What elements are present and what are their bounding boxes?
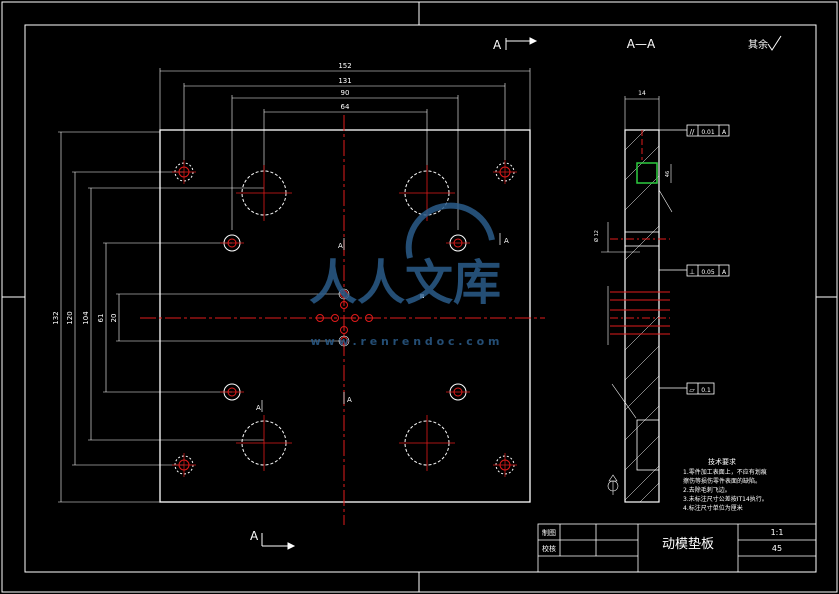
tolerance-frame-1 — [659, 124, 730, 137]
watermark-text: 人人文库 — [309, 255, 501, 311]
tech-req-item-3: 2.去除毛刺飞边。 — [683, 486, 731, 494]
dim-152: 152 — [338, 62, 351, 70]
extension-lines — [58, 68, 531, 503]
title-check-label: 校核 — [542, 544, 556, 553]
view-arrow-top — [505, 37, 538, 50]
cut-label-3: A — [256, 404, 261, 412]
inner-border — [24, 24, 817, 573]
view-label-bottom: A — [250, 529, 259, 543]
top-dimension-lines — [160, 70, 530, 113]
dim-104: 104 — [82, 311, 90, 325]
tol1-symbol: // — [690, 128, 695, 136]
large-circle-crosses — [236, 165, 455, 471]
roughness-note: 其余 — [748, 38, 768, 51]
title-scale: 1:1 — [771, 528, 784, 537]
dim-131: 131 — [338, 77, 351, 85]
center-lines — [140, 115, 545, 525]
tol3-value: 0.1 — [701, 387, 711, 394]
dim-120: 120 — [66, 311, 74, 324]
cut-label-4: A — [347, 396, 352, 404]
cut-label-1: A — [338, 242, 343, 250]
watermark: 人人文库 w w w . r e n r e n d o c . c o m — [309, 202, 501, 348]
tech-req-title: 技术要求 — [708, 457, 736, 466]
tol2-value: 0.05 — [701, 269, 715, 276]
tech-req-item-4: 3.未标注尺寸公差按IT14执行。 — [683, 495, 768, 503]
ejector-hole-outlines — [338, 288, 350, 347]
tolerance-frame-2 — [659, 264, 730, 277]
left-dimension-lines — [60, 132, 120, 502]
plate-outline — [159, 129, 531, 503]
title-number: 45 — [772, 544, 782, 553]
ejector-holes — [316, 290, 373, 345]
section-view — [601, 96, 673, 503]
cut-label-2: A — [504, 237, 509, 245]
dim-90: 90 — [341, 89, 350, 97]
watermark-url: w w w . r e n r e n d o c . c o m — [310, 335, 499, 348]
tol2-datum: A — [722, 269, 727, 276]
tech-req-item-5: 4.标注尺寸单位为厘米 — [683, 504, 743, 512]
tol3-symbol: ▱ — [689, 386, 695, 394]
dim-section-width: 14 — [638, 90, 646, 97]
dim-section-46: 46 — [665, 171, 671, 177]
title-drawn-label: 制图 — [542, 528, 556, 537]
screw-hole-crosses — [172, 160, 517, 477]
dim-64: 64 — [341, 103, 350, 111]
dim-section-phi12: Ø 12 — [593, 230, 600, 242]
cut-markers — [261, 233, 501, 412]
tech-req-item-1: 1.零件加工表面上，不应有划痕 — [683, 468, 767, 476]
tech-req-item-2: 擦伤等损伤零件表面的缺陷。 — [683, 477, 761, 485]
tolerance-frame-3 — [659, 382, 715, 395]
tol1-datum: A — [722, 129, 727, 136]
dim-132: 132 — [52, 311, 60, 324]
view-label-top: A — [493, 38, 502, 52]
section-title: A—A — [627, 37, 656, 51]
tol2-symbol: ⊥ — [689, 268, 695, 276]
title-block — [537, 523, 817, 573]
view-arrow-bottom — [261, 533, 296, 550]
tol1-value: 0.01 — [701, 129, 715, 136]
center-mark — [420, 294, 424, 298]
dim-61: 61 — [97, 314, 105, 323]
dim-20: 20 — [110, 314, 118, 323]
roughness-symbol — [767, 35, 782, 51]
title-part-name: 动模垫板 — [662, 536, 714, 552]
